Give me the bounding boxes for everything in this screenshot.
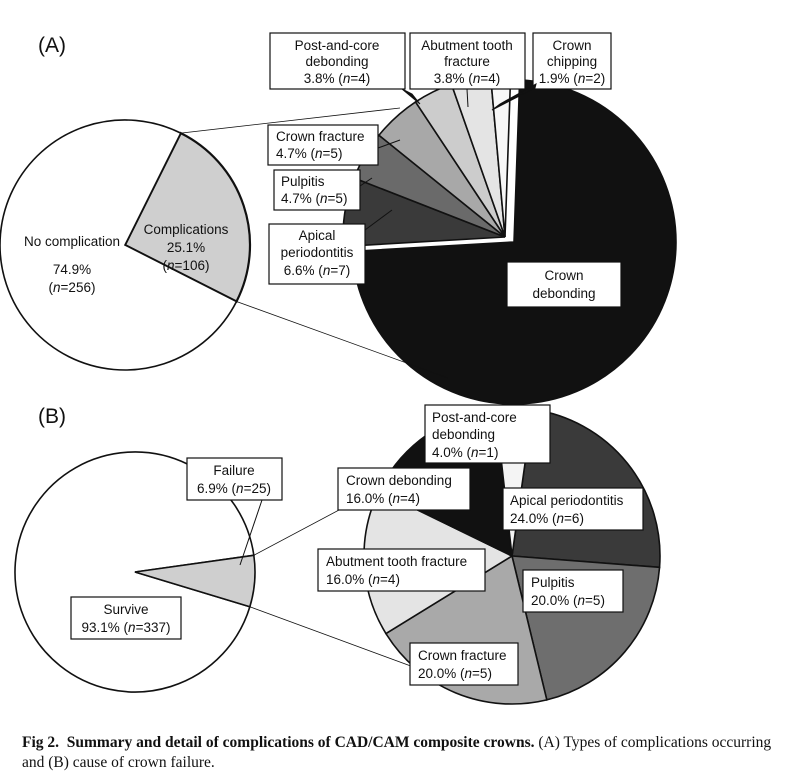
b-label-pulpitis-stat: 20.0% (n=5) [531, 593, 605, 608]
b-label-crown-debonding-stat: 16.0% (n=4) [346, 491, 420, 506]
a-leader-post-core [401, 88, 421, 105]
b-label-post-core-stat: 4.0% (n=1) [432, 445, 498, 460]
b-box-abutment [317, 548, 486, 592]
a-leader-pulpitis [359, 177, 373, 187]
b-leader-failure [239, 499, 263, 566]
a-label-complications-n: (n=106) [163, 258, 210, 273]
a-label-no-complication: No complication [24, 234, 120, 249]
a-box-crown-chipping [532, 32, 612, 90]
a-box-post-core [269, 32, 406, 90]
b-box-crown-fracture [409, 642, 519, 686]
a-label-no-complication-percent: 74.9% [53, 262, 91, 277]
b-label-crown-debonding: Crown debonding [346, 473, 452, 488]
b-label-survive-stat: 93.1% (n=337) [82, 620, 171, 635]
a-label-crown-debonding-line1: Crown [544, 268, 583, 283]
panel-label-a: (A) [38, 34, 66, 57]
b-box-crown-debonding [337, 467, 471, 511]
b-label-crown-fracture: Crown fracture [418, 648, 507, 663]
figure-svg: (A) (B) No complication 74.9% (n=256) Complic… [0, 32, 677, 705]
a-leader-crown-chipping [491, 83, 537, 111]
b-label-apical: Apical periodontitis [510, 493, 624, 508]
a-crown-debonding-box [506, 261, 622, 308]
a-label-crown-chipping-line2: chipping [547, 54, 597, 69]
b-box-apical [502, 487, 644, 531]
a-label-crown-chipping-line1: Crown [552, 38, 591, 53]
a-box-crown-fracture [267, 124, 379, 166]
figure-caption: Fig 2. Summary and detail of complicatio… [22, 733, 792, 773]
a-summary-slice-complications [123, 131, 252, 303]
caption-fig-number: Fig 2. [22, 734, 60, 751]
a-leader-apical [364, 209, 393, 231]
a-box-pulpitis [273, 169, 361, 211]
b-box-pulpitis [522, 569, 624, 613]
a-label-pulpitis-stat: 4.7% (n=5) [281, 191, 347, 206]
a-label-apical-stat: 6.6% (n=7) [284, 263, 350, 278]
caption-title: Summary and detail of complications of C… [66, 734, 535, 751]
a-label-apical-line1: Apical [299, 228, 336, 243]
a-label-crown-chipping-stat: 1.9% (n=2) [539, 71, 605, 86]
b-label-survive: Survive [103, 602, 148, 617]
b-label-failure-stat: 6.9% (n=25) [197, 481, 271, 496]
a-label-abutment-line2: fracture [444, 54, 490, 69]
a-connector-top [180, 107, 401, 134]
a-label-no-complication-n: (n=256) [49, 280, 96, 295]
a-label-crown-debonding-line2: debonding [532, 286, 595, 301]
a-leader-abutment [466, 88, 469, 108]
b-label-abutment-stat: 16.0% (n=4) [326, 572, 400, 587]
b-box-post-core [424, 404, 551, 464]
b-label-pulpitis: Pulpitis [531, 575, 575, 590]
a-label-crown-fracture: Crown fracture [276, 129, 365, 144]
b-label-abutment: Abutment tooth fracture [326, 554, 467, 569]
a-connector-bottom [236, 301, 449, 379]
b-label-post-core-line2: debonding [432, 427, 495, 442]
a-summary-slice-no-complication [0, 119, 238, 371]
a-label-pulpitis: Pulpitis [281, 174, 325, 189]
a-label-apical-line2: periodontitis [281, 245, 354, 260]
panel-label-b: (B) [38, 405, 66, 428]
a-label-post-core-line1: Post-and-core [295, 38, 380, 53]
b-summary-slice-failure [134, 554, 256, 608]
b-box-failure [186, 457, 283, 501]
b-label-post-core-line1: Post-and-core [432, 410, 517, 425]
a-label-abutment-line1: Abutment tooth [421, 38, 513, 53]
b-box-survive [70, 596, 182, 640]
a-box-abutment [409, 32, 526, 90]
a-label-complications: Complications [144, 222, 229, 237]
a-label-abutment-stat: 3.8% (n=4) [434, 71, 500, 86]
a-label-post-core-stat: 3.8% (n=4) [304, 71, 370, 86]
a-box-apical [268, 223, 366, 285]
b-label-crown-fracture-stat: 20.0% (n=5) [418, 666, 492, 681]
b-connector-bottom [249, 606, 439, 677]
a-detail-slice-crown-debonding [351, 79, 677, 405]
a-leader-crown-fracture [377, 139, 401, 149]
caption-text: (A) Types of complications occurring and… [22, 734, 772, 771]
b-label-apical-stat: 24.0% (n=6) [510, 511, 584, 526]
a-label-complications-percent: 25.1% [167, 240, 205, 255]
a-label-post-core-line2: debonding [305, 54, 368, 69]
b-label-failure: Failure [213, 463, 254, 478]
a-label-crown-fracture-stat: 4.7% (n=5) [276, 146, 342, 161]
